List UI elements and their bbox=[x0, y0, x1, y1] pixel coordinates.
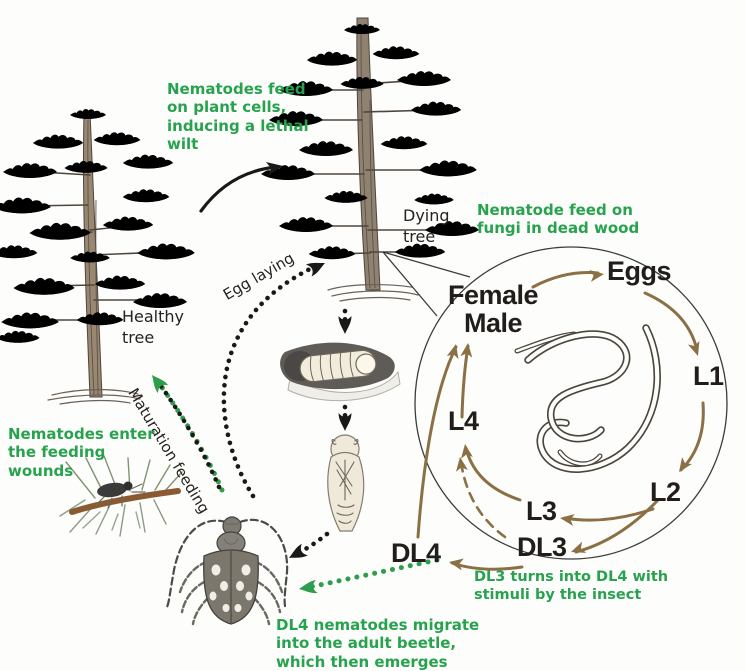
beetle-illustration bbox=[165, 516, 289, 626]
stage-male: Male bbox=[463, 308, 523, 339]
healthy-tree-label: Healthy tree bbox=[122, 307, 185, 347]
larva-illustration bbox=[280, 342, 401, 402]
stage-adults: Female Male bbox=[437, 281, 549, 338]
wilt-arrow bbox=[199, 159, 285, 213]
cycle-arrows bbox=[416, 268, 705, 571]
tree-to-larva-arrow bbox=[338, 308, 352, 334]
stage-l2: L2 bbox=[650, 477, 681, 507]
life-cycle-circle bbox=[382, 246, 728, 560]
healthy-tree-illustration bbox=[0, 105, 198, 405]
dl4-to-beetle-arrow bbox=[298, 557, 440, 596]
pupa-to-beetle-arrow bbox=[285, 531, 330, 564]
larva-to-pupa-arrow bbox=[338, 404, 352, 431]
stage-l4: L4 bbox=[448, 406, 479, 436]
maturation-feeding-path bbox=[146, 370, 225, 493]
note-dl3-stimuli: DL3 turns into DL4 with stimuli by the i… bbox=[474, 569, 669, 603]
twig-illustration bbox=[59, 455, 183, 537]
stage-female: Female bbox=[447, 280, 539, 310]
note-lethal-wilt: Nematodes feed on plant cells, inducing … bbox=[167, 80, 309, 153]
dl3-to-l4-dashed-arrow bbox=[459, 460, 507, 539]
stage-dl3: DL3 bbox=[517, 532, 567, 562]
note-fungi: Nematode feed on fungi in dead wood bbox=[477, 201, 640, 238]
note-enter-wounds: Nematodes enter the feeding wounds bbox=[8, 425, 155, 480]
stage-l1: L1 bbox=[693, 361, 724, 391]
feeding-beetle-icon bbox=[95, 481, 146, 509]
dying-tree-illustration bbox=[257, 17, 482, 302]
pupa-illustration bbox=[327, 434, 365, 532]
stage-l3: L3 bbox=[526, 496, 557, 526]
stage-dl4: DL4 bbox=[391, 538, 441, 568]
nematode-illustration bbox=[514, 324, 661, 473]
stage-eggs: Eggs bbox=[607, 256, 672, 286]
dying-tree-label: Dying tree bbox=[403, 206, 450, 246]
note-dl4-migrate: DL4 nematodes migrate into the adult bee… bbox=[276, 616, 480, 671]
egg-laying-path bbox=[221, 257, 328, 499]
